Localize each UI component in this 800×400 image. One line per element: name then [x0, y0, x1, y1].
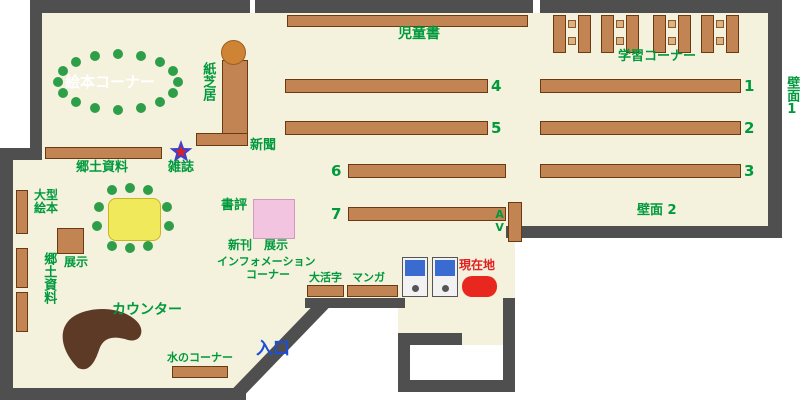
- reading-table: [108, 198, 161, 241]
- current-location-label: 現在地: [459, 258, 496, 272]
- shelf-large-print: [307, 285, 344, 297]
- newspaper-label: 新聞: [250, 138, 277, 153]
- study-chair: [616, 37, 624, 45]
- study-chair: [668, 20, 676, 28]
- study-desk: [626, 15, 639, 53]
- shelf-av: [508, 202, 522, 242]
- information-label-line1: インフォメーション: [217, 255, 316, 268]
- book-review-label: 書評: [221, 198, 248, 213]
- study-chair: [568, 37, 576, 45]
- wall-left-upper: [30, 0, 42, 150]
- new-arrivals-label: 新刊 展示: [228, 238, 289, 252]
- new-arrivals-display: [253, 199, 295, 239]
- shelf-kamishibai-vertical: [222, 60, 248, 135]
- shelf-local-side-2: [16, 292, 28, 332]
- study-desk: [601, 15, 614, 53]
- wall-2-label: 壁面 2: [637, 203, 677, 218]
- study-chair: [568, 20, 576, 28]
- water-corner-label: 水のコーナー: [167, 351, 233, 364]
- kamishibai-stool: [221, 40, 246, 65]
- magazine-label: 雑誌: [168, 160, 195, 175]
- shelf-exhibit-box: [57, 228, 84, 254]
- shelf-number-3: 3: [744, 162, 755, 180]
- wall-top-right: [540, 0, 770, 13]
- local-materials-side-label: 郷土資料: [41, 252, 57, 304]
- shelf-row-5: [285, 121, 488, 135]
- wall-top-left: [30, 0, 250, 13]
- shelf-number-5: 5: [491, 119, 502, 137]
- shelf-row-1: [540, 79, 741, 93]
- large-print-label: 大活字: [309, 271, 342, 284]
- terminal-machine: [432, 257, 458, 297]
- wall-bottom-left: [0, 388, 246, 400]
- shelf-number-4: 4: [491, 77, 502, 95]
- shelf-row-3: [540, 164, 741, 178]
- study-chair: [668, 37, 676, 45]
- shelf-local-side-1: [16, 248, 28, 288]
- counter-label: カウンター: [112, 302, 182, 318]
- wall-corridor-right: [503, 298, 515, 392]
- shelf-row-6: [348, 164, 506, 178]
- shelf-top-children-books: [287, 15, 528, 27]
- terminal-machine: [402, 257, 428, 297]
- shelf-manga: [347, 285, 398, 297]
- shelf-number-2: 2: [744, 119, 755, 137]
- wall-under-manga: [305, 298, 405, 308]
- current-location-marker: [462, 276, 497, 297]
- entrance-label: 入口: [256, 339, 290, 359]
- picture-book-corner-label: 絵本コーナー: [65, 73, 156, 91]
- wall-right: [768, 0, 782, 238]
- local-materials-label: 郷土資料: [76, 160, 129, 175]
- wall-top-center: [255, 0, 533, 13]
- study-chair: [716, 20, 724, 28]
- shelf-number-7: 7: [331, 205, 342, 223]
- study-desk: [726, 15, 739, 53]
- button: [412, 285, 419, 292]
- study-chair: [616, 20, 624, 28]
- shelf-row-2: [540, 121, 741, 135]
- wall-right-section-bottom: [506, 226, 782, 238]
- study-desk: [701, 15, 714, 53]
- shelf-row-7: [348, 207, 506, 221]
- study-desk: [578, 15, 591, 53]
- study-corner-label: 学習コーナー: [618, 49, 697, 64]
- shelf-large-picture-books: [16, 190, 28, 234]
- wall-1-label: 壁面1: [784, 76, 800, 117]
- shelf-row-4: [285, 79, 488, 93]
- screen: [435, 260, 455, 276]
- shelf-local-materials: [45, 147, 162, 159]
- manga-label: マンガ: [352, 271, 385, 284]
- wall-left-lower: [0, 150, 13, 392]
- button: [442, 285, 449, 292]
- shelf-number-6: 6: [331, 162, 342, 180]
- av-label: AV: [493, 208, 507, 234]
- study-desk: [653, 15, 666, 53]
- kamishibai-label: 紙芝居: [200, 62, 216, 101]
- screen: [405, 260, 425, 276]
- study-chair: [716, 37, 724, 45]
- shelf-water-corner: [172, 366, 228, 378]
- wall-restroom-left: [398, 333, 410, 392]
- wall-corridor-bottom: [398, 380, 515, 392]
- shelf-number-1: 1: [744, 77, 755, 95]
- shelf-newspaper: [196, 133, 248, 146]
- large-picture-books-label: 大型絵本: [34, 188, 59, 216]
- information-label-line2: コーナー: [246, 268, 290, 281]
- wall-restroom-top: [398, 333, 462, 345]
- study-desk: [553, 15, 566, 53]
- children-books-label: 児童書: [398, 26, 440, 42]
- study-desk: [678, 15, 691, 53]
- exhibit-label: 展示: [64, 255, 89, 269]
- restroom-block: [410, 345, 503, 380]
